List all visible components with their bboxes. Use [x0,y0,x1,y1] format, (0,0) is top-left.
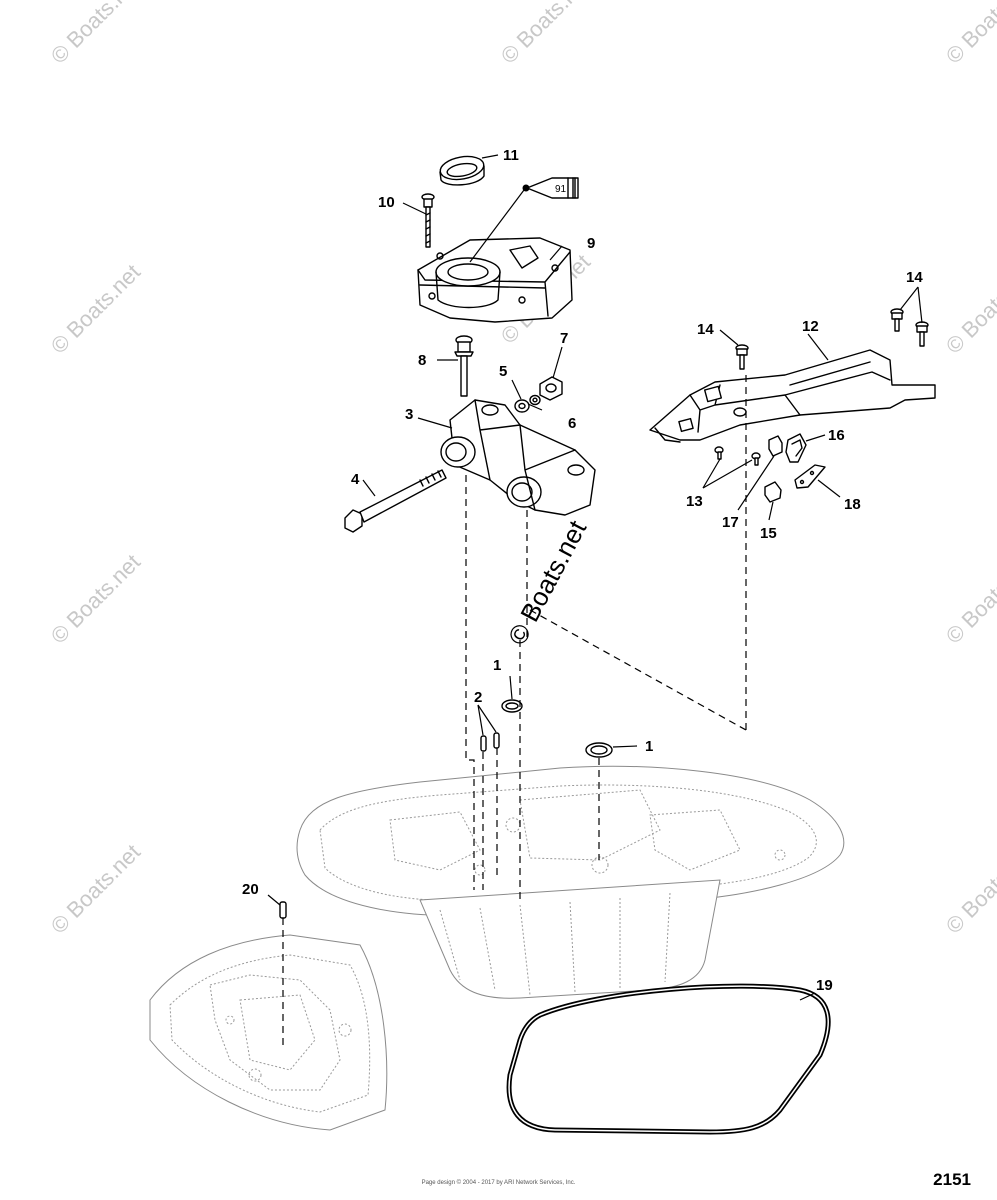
callout-9: 9 [587,235,595,252]
watermark: © Boats.net [941,839,997,938]
figure-number: 2151 [933,1170,971,1189]
callout-17: 17 [722,514,739,531]
callout-14-left: 14 [697,321,714,338]
callout-7: 7 [560,330,568,347]
center-watermark: © Boats.net [502,515,593,650]
callout-1-upper: 1 [493,657,501,674]
pin-part-20 [279,901,287,919]
lower-housing-ghost [149,934,388,1131]
bolt-part-10 [421,193,435,248]
o-ring-part-1-right [585,742,613,758]
washer-part-5 [514,399,530,413]
nut-part-7 [539,376,563,401]
clip-part-15 [764,481,782,503]
bolt-part-4 [344,469,447,533]
arm-bracket-part-12 [649,349,936,443]
callout-18: 18 [844,496,861,513]
watermark: © Boats.net [941,0,997,69]
callout-3: 3 [405,406,413,423]
gasket-ring-part-19 [506,983,831,1135]
callout-4: 4 [351,471,360,488]
bolt-part-14-right-b [915,321,929,347]
seal-ring-part-11 [439,155,485,186]
watermark: © Boats.net [941,549,997,648]
seal-housing-part-9 [417,237,573,323]
screw-part-13-b [751,452,761,466]
watermark: © Boats.net [496,0,595,69]
adapter-plate-ghost [296,765,845,999]
assembly-dashed-lines [282,370,747,1050]
callout-13: 13 [686,493,703,510]
screw-part-13-a [714,446,724,460]
callout-2: 2 [474,689,482,706]
callout-labels: 11 10 9 8 5 6 7 3 4 12 14 14 16 13 18 17… [242,147,923,994]
bolt-part-14-left [735,344,749,370]
sealant-tube-label: 91 [555,184,567,195]
copyright-line: Page design © 2004 - 2017 by ARI Network… [421,1180,576,1186]
callout-15: 15 [760,525,777,542]
bolt-part-8 [454,335,474,397]
dowel-pins-part-2 [480,732,500,752]
plate-part-18 [794,464,826,489]
watermark: © Boats.net [46,259,145,358]
leader-lines [267,154,923,1001]
callout-19: 19 [816,977,833,994]
bolt-part-14-right-a [890,308,904,332]
callout-12: 12 [802,318,819,335]
callout-16: 16 [828,427,845,444]
watermark: © Boats.net [941,259,997,358]
callout-1-right: 1 [645,738,653,755]
gasket-part-16 [785,433,807,463]
callout-8: 8 [418,352,426,369]
watermark: © Boats.net [46,0,145,69]
callout-14-right: 14 [906,269,923,286]
callout-10: 10 [378,194,395,211]
callout-20: 20 [242,881,259,898]
sealant-tube-91: 91 [522,177,579,199]
callout-6: 6 [568,415,576,432]
bushing-part-17 [768,435,783,457]
callout-11: 11 [503,147,519,164]
washer-part-6 [529,394,541,406]
watermark: © Boats.net [46,549,145,648]
o-ring-part-1-upper [501,699,523,713]
bracket-part-3 [440,399,596,516]
watermark: © Boats.net [46,839,145,938]
callout-5: 5 [499,363,507,380]
